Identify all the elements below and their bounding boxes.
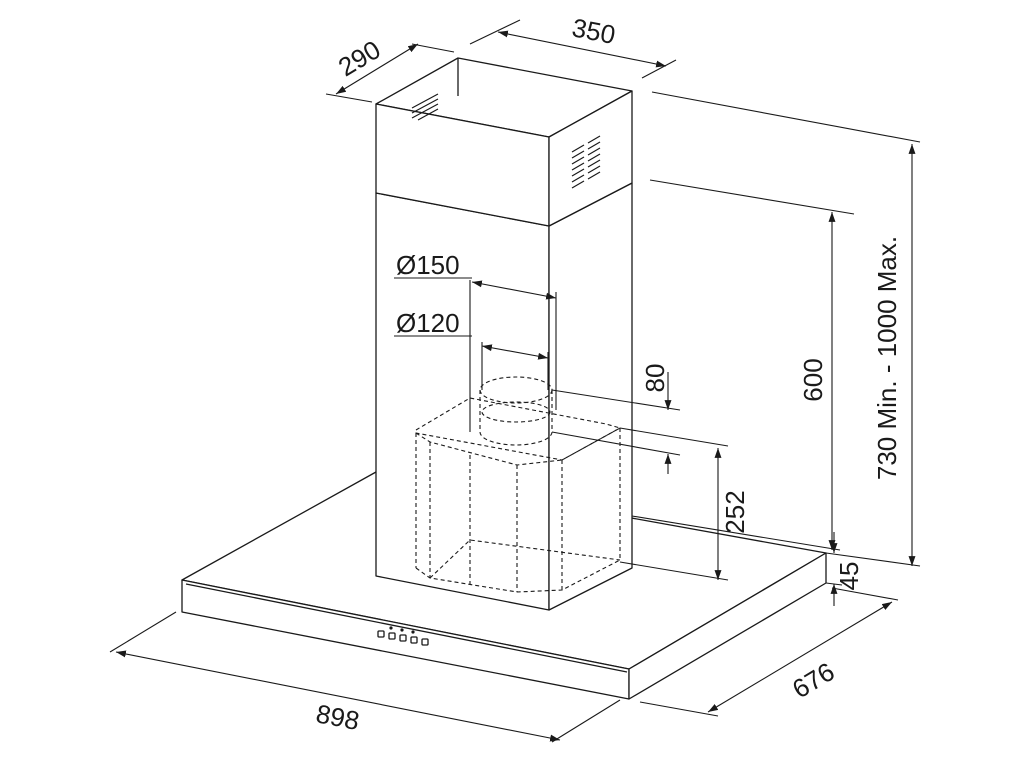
indicator-led [400, 628, 404, 632]
control-button [421, 638, 429, 646]
control-button [388, 632, 396, 640]
indicator-led [389, 626, 393, 630]
label-motor-height: 252 [720, 490, 750, 533]
vent-slots-right [571, 135, 601, 189]
label-chimney-width: 350 [570, 12, 618, 50]
label-canopy-thickness: 45 [834, 562, 864, 591]
motor-housing-hidden [415, 397, 622, 593]
label-total-height: 730 Min. - 1000 Max. [872, 236, 902, 480]
label-duct-inner: Ø120 [396, 308, 460, 338]
control-button [377, 630, 385, 638]
label-canopy-width: 898 [314, 698, 362, 736]
label-chimney-depth: 290 [333, 34, 386, 82]
lower-chimney [375, 149, 633, 611]
control-panel [377, 626, 429, 646]
vent-slots-left [411, 93, 439, 121]
dimension-total-height: 730 Min. - 1000 Max. [651, 91, 921, 567]
label-canopy-depth: 676 [787, 656, 840, 704]
label-duct-outer: Ø150 [396, 250, 460, 280]
upper-chimney-right-face [548, 90, 633, 227]
control-button [410, 636, 418, 644]
label-lower-chimney: 600 [798, 358, 828, 401]
dimension-lower-chimney: 600 [631, 179, 855, 551]
upper-chimney [375, 57, 633, 227]
dimension-duct-inner: Ø120 [394, 308, 549, 390]
dimension-motor-height: 252 [619, 427, 750, 581]
indicator-led [411, 630, 415, 634]
label-collar-height: 80 [640, 364, 670, 393]
dimension-canopy-thickness: 45 [825, 532, 864, 606]
dimension-collar-height: 80 [551, 364, 681, 474]
control-button [399, 634, 407, 642]
